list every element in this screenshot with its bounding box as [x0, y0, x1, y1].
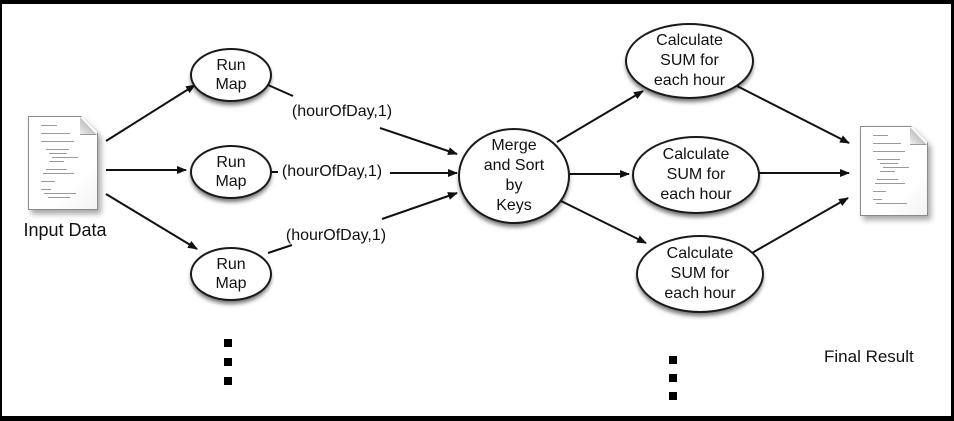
edge-calc3-to-final: [751, 197, 849, 254]
ellipsis-dot: [224, 339, 232, 347]
node-label-line: SUM for: [660, 52, 719, 69]
node-label-line: by: [505, 177, 523, 194]
node-run-map-2: Run Map: [190, 145, 272, 199]
node-label-line: each hour: [664, 285, 736, 302]
node-label-line: Run: [216, 154, 246, 171]
node-calc-sum-2: Calculate SUM for each hour: [632, 136, 760, 214]
pair-label-1: (hourOfDay,1): [291, 103, 393, 120]
node-label-line: SUM for: [670, 265, 730, 282]
input-document-icon: [28, 116, 98, 210]
node-merge-sort: Merge and Sort by Keys: [458, 128, 570, 224]
node-run-map-3: Run Map: [190, 247, 272, 301]
node-label-line: Run: [216, 57, 246, 74]
edge-merge-to-calc1: [556, 90, 644, 143]
node-label-line: Calculate: [656, 32, 723, 49]
ellipsis-dot: [669, 392, 677, 400]
node-run-map-1: Run Map: [190, 48, 272, 102]
vertical-ellipsis-icon: [224, 339, 232, 396]
edge-input-to-runmap1: [105, 84, 196, 142]
node-label-line: Keys: [496, 197, 532, 214]
edge-input-to-runmap3: [105, 193, 198, 250]
node-label-line: Map: [215, 173, 247, 190]
node-label-line: Map: [215, 275, 247, 292]
edge-merge-to-calc3: [558, 199, 647, 244]
node-label-line: Calculate: [662, 146, 730, 163]
edge-calc1-to-final: [736, 85, 850, 144]
document-code-lines: [868, 135, 919, 207]
ellipsis-dot: [224, 377, 232, 385]
final-result-caption: Final Result: [824, 347, 914, 366]
pair-label-2: (hourOfDay,1): [281, 163, 383, 180]
node-label-line: Map: [215, 76, 247, 93]
edge-label3-to-merge: [381, 192, 458, 220]
vertical-ellipsis-icon: [669, 356, 677, 410]
document-code-lines: [36, 125, 89, 201]
node-label-line: Run: [216, 256, 246, 273]
input-data-caption: Input Data: [23, 220, 107, 240]
edge-label1-to-merge: [379, 127, 458, 155]
node-calc-sum-3: Calculate SUM for each hour: [636, 235, 764, 313]
final-result-document-icon: [860, 126, 928, 216]
edge-runmap3-to-label3: [267, 244, 293, 254]
ellipsis-dot: [669, 374, 677, 382]
node-label-line: Merge: [491, 137, 537, 154]
edge-runmap1-to-label1: [267, 84, 294, 97]
node-label-line: SUM for: [666, 166, 726, 183]
ellipsis-dot: [669, 356, 677, 364]
node-label-line: Calculate: [666, 245, 734, 262]
pair-label-3: (hourOfDay,1): [285, 227, 387, 244]
node-label-line: each hour: [653, 72, 726, 89]
ellipsis-dot: [224, 358, 232, 366]
node-label-line: and Sort: [483, 157, 545, 174]
node-calc-sum-1: Calculate SUM for each hour: [625, 23, 754, 99]
node-label-line: each hour: [660, 186, 732, 203]
